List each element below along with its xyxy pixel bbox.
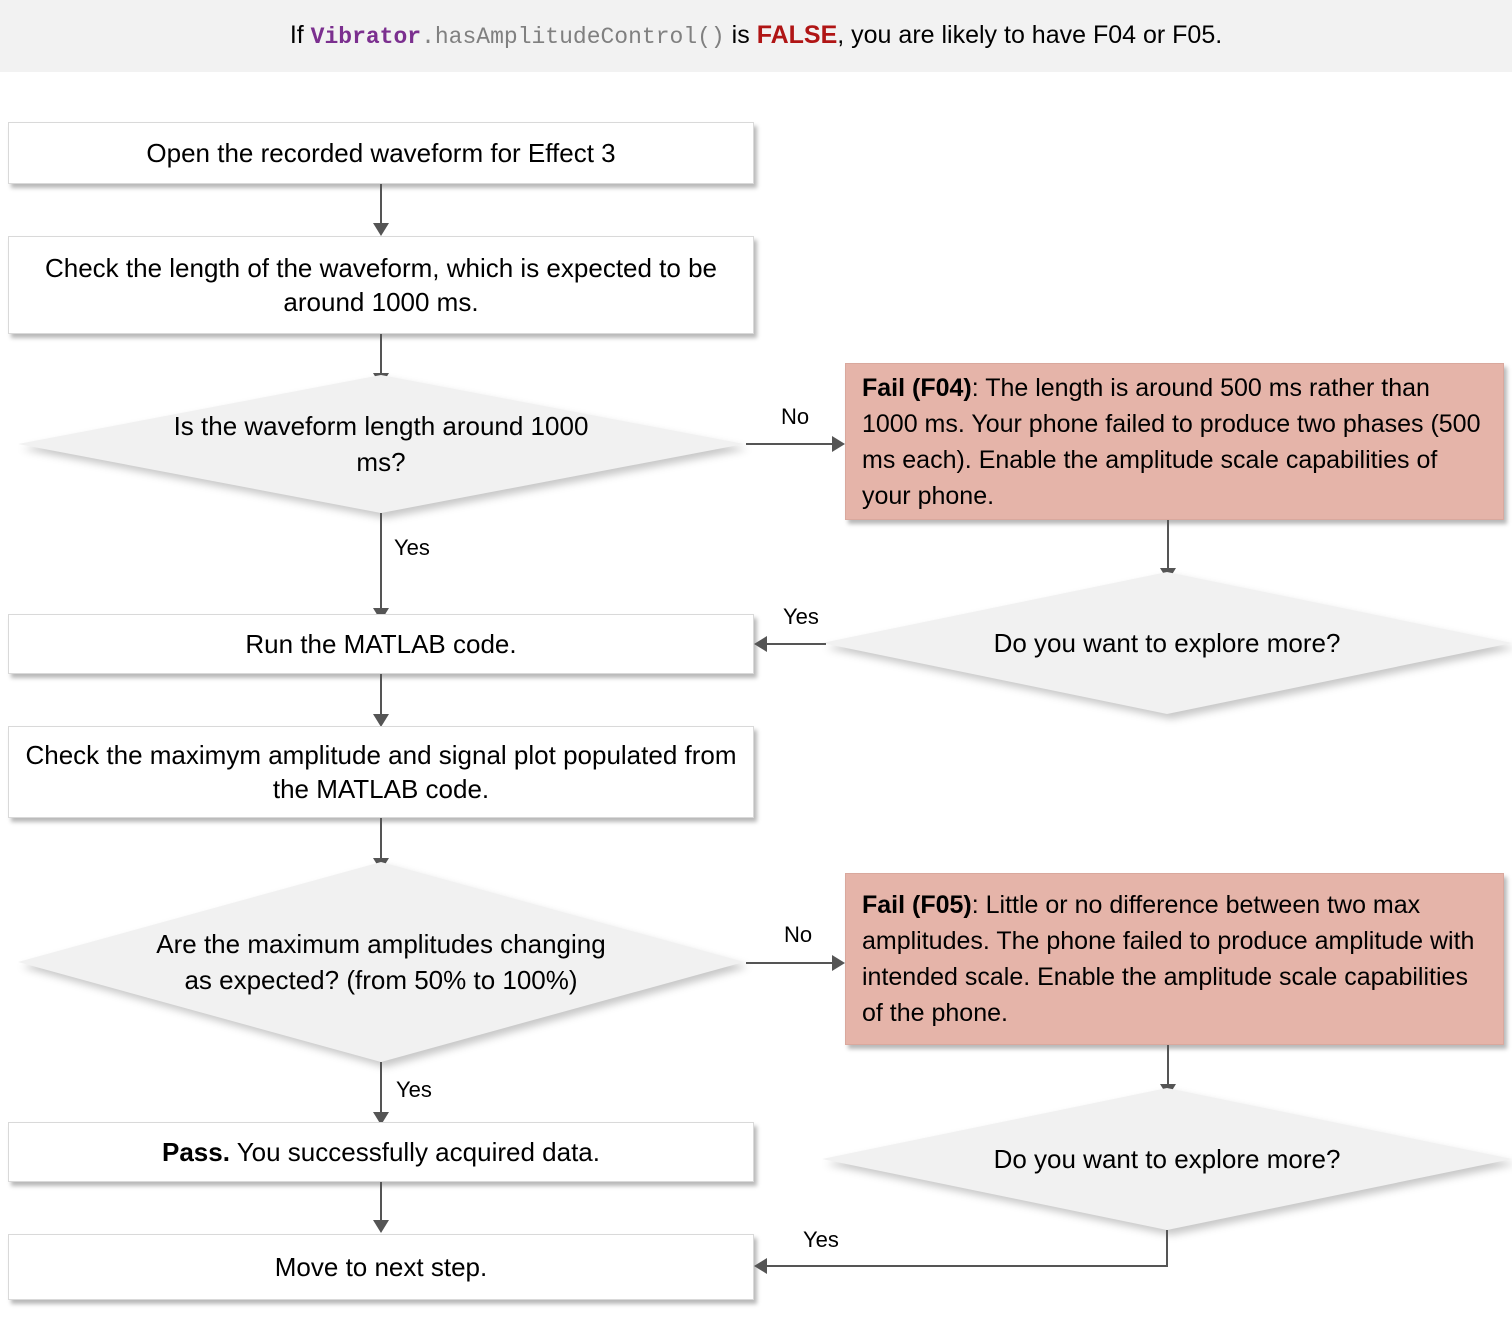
header-banner: If Vibrator.hasAmplitudeControl() is FAL…	[0, 0, 1512, 72]
connector-open-to-check	[380, 184, 382, 226]
node-check-amplitude-label: Check the maximym amplitude and signal p…	[25, 740, 737, 804]
node-explore-more-top[interactable]: Do you want to explore more?	[822, 572, 1512, 714]
node-pass-label: Pass.	[162, 1137, 230, 1167]
arrowhead-pass-to-next	[373, 1220, 389, 1233]
edge-label-no-top: No	[781, 404, 810, 429]
edge-label-yes-explore-top: Yes	[783, 604, 819, 629]
connector-check-amp-to-decision	[380, 818, 382, 862]
node-decision-max-amplitudes[interactable]: Are the maximum amplitudes changing as e…	[18, 862, 744, 1062]
node-run-matlab-label: Run the MATLAB code.	[245, 629, 517, 659]
node-fail-f05-label: Fail (F05)	[862, 891, 972, 919]
node-open-waveform-label: Open the recorded waveform for Effect 3	[146, 138, 616, 168]
node-move-next-step[interactable]: Move to next step.	[8, 1234, 754, 1300]
banner-middle: is	[724, 21, 757, 49]
node-move-next-step-label: Move to next step.	[274, 1252, 488, 1282]
arrowhead-explore-bottom-to-next	[754, 1258, 767, 1274]
node-fail-f04-text: Fail (F04): The length is around 500 ms …	[862, 370, 1487, 514]
node-fail-f05-text: Fail (F05): Little or no difference betw…	[862, 887, 1487, 1031]
connector-f04-to-explore	[1167, 520, 1169, 572]
node-fail-f04-body: : The length is around 500 ms rather tha…	[862, 373, 1481, 510]
arrowhead-decision-to-f05	[832, 955, 845, 971]
node-run-matlab[interactable]: Run the MATLAB code.	[8, 614, 754, 674]
banner-text: If Vibrator.hasAmplitudeControl() is FAL…	[290, 19, 1222, 53]
arrowhead-open-to-check	[373, 223, 389, 236]
node-pass-text: Pass. You successfully acquired data.	[162, 1135, 600, 1169]
arrowhead-decision-to-f04	[832, 436, 845, 452]
connector-explore-bottom-vertical	[1166, 1230, 1168, 1267]
arrowhead-explore-top-to-matlab	[754, 636, 767, 652]
edge-label-yes-length: Yes	[394, 535, 430, 560]
node-explore-more-top-label: Do you want to explore more?	[993, 628, 1341, 658]
banner-prefix: If	[289, 21, 311, 49]
node-explore-more-bottom-label: Do you want to explore more?	[993, 1144, 1341, 1174]
node-fail-f05[interactable]: Fail (F05): Little or no difference betw…	[845, 873, 1504, 1045]
connector-matlab-to-check-amp	[380, 674, 382, 718]
node-check-amplitude[interactable]: Check the maximym amplitude and signal p…	[8, 726, 754, 818]
node-pass-body: You successfully acquired data.	[229, 1137, 600, 1167]
node-fail-f04-label: Fail (F04)	[862, 373, 972, 402]
node-decision-waveform-length[interactable]: Is the waveform length around 1000 ms?	[18, 375, 744, 513]
edge-label-yes-amplitude: Yes	[396, 1077, 432, 1102]
banner-false-keyword: FALSE	[756, 21, 838, 49]
connector-pass-to-next	[380, 1182, 382, 1224]
banner-suffix: , you are likely to have F04 or F05.	[837, 21, 1223, 49]
node-fail-f04[interactable]: Fail (F04): The length is around 500 ms …	[845, 363, 1504, 520]
node-check-length-label: Check the length of the waveform, which …	[44, 253, 718, 317]
edge-label-yes-explore-bottom: Yes	[803, 1227, 839, 1252]
connector-explore-top-to-matlab	[766, 643, 826, 645]
node-pass[interactable]: Pass. You successfully acquired data.	[8, 1122, 754, 1182]
connector-check-to-decision	[380, 334, 382, 376]
node-decision-waveform-length-label: Is the waveform length around 1000 ms?	[173, 411, 589, 477]
connector-decision-to-matlab	[380, 513, 382, 613]
node-explore-more-bottom[interactable]: Do you want to explore more?	[822, 1088, 1512, 1230]
connector-decision-to-f05	[746, 962, 834, 964]
node-decision-max-amplitudes-label: Are the maximum amplitudes changing as e…	[156, 929, 606, 995]
connector-f05-to-explore	[1167, 1045, 1169, 1089]
edge-label-no-bottom: No	[784, 922, 813, 947]
node-check-length[interactable]: Check the length of the waveform, which …	[8, 236, 754, 334]
connector-decision-to-f04	[746, 443, 834, 445]
connector-decision-to-pass	[380, 1062, 382, 1118]
connector-explore-bottom-horizontal	[766, 1265, 1168, 1267]
arrowhead-matlab-to-check-amp	[373, 714, 389, 727]
banner-method-name: .hasAmplitudeControl()	[421, 24, 725, 50]
node-open-waveform[interactable]: Open the recorded waveform for Effect 3	[8, 122, 754, 184]
node-fail-f05-body: : Little or no difference between two ma…	[862, 891, 1475, 1027]
arrowhead-decision-to-pass	[373, 1112, 389, 1125]
banner-class-name: Vibrator	[310, 24, 422, 50]
